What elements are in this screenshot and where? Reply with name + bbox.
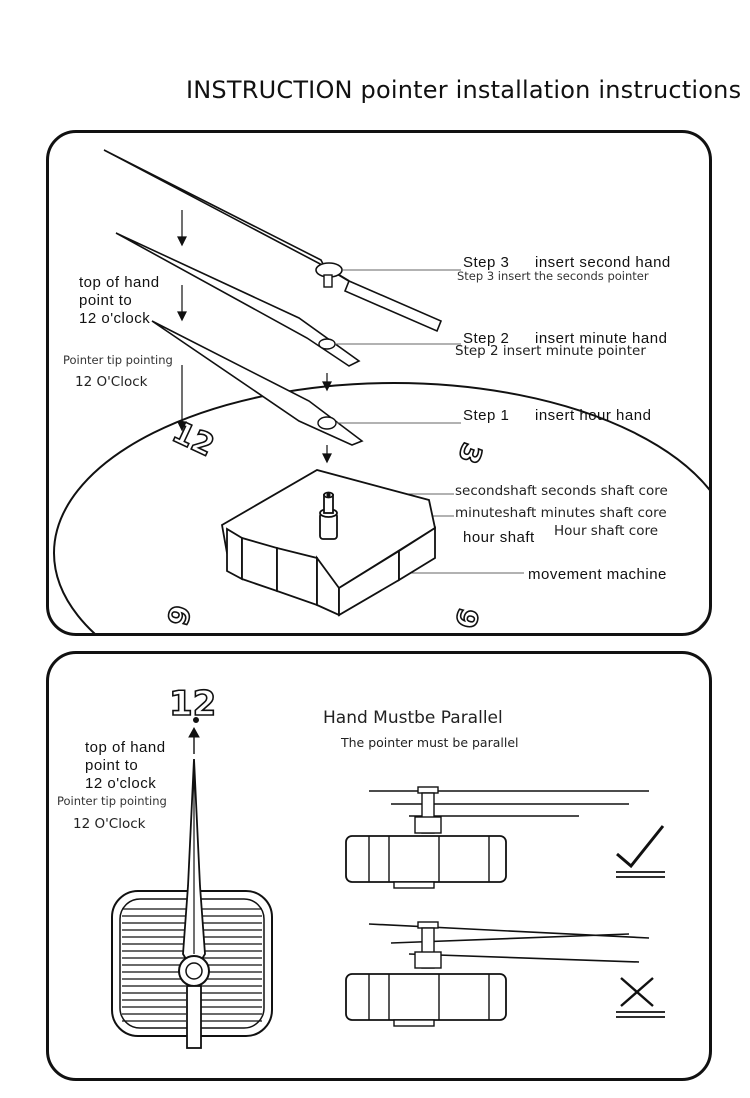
- step3-sub: Step 3 insert the seconds pointer: [457, 269, 649, 283]
- parallel-title: Hand Mustbe Parallel: [323, 708, 503, 728]
- insertion-arrows: [177, 210, 332, 464]
- step1-text: insert hour hand: [535, 407, 652, 424]
- tip-line2-p2: point to: [85, 757, 139, 774]
- page-title: INSTRUCTION pointer installation instruc…: [186, 76, 742, 104]
- step2-text: insert minute hand: [535, 330, 668, 347]
- movement-back-drawing: [111, 758, 273, 1049]
- dial-numeral-9-drawing: 9: [161, 601, 200, 630]
- clock-face: [53, 382, 709, 633]
- step2-label: Step 2: [463, 330, 510, 347]
- minute-shaft-label: minuteshaft minutes shaft core: [455, 505, 667, 521]
- tip-sub2-p2: 12 O'Clock: [73, 816, 146, 832]
- second-shaft-label: secondshaft seconds shaft core: [455, 483, 668, 499]
- hour-hand-drawing: [151, 320, 364, 446]
- installation-steps-panel: 12 3 9 6: [46, 130, 712, 636]
- tip-sub1-p2: Pointer tip pointing: [57, 794, 167, 808]
- svg-text:3: 3: [451, 438, 489, 468]
- tip-line1: top of hand: [79, 274, 160, 291]
- wrong-assembly-drawing: [345, 921, 650, 1027]
- movement-label: movement machine: [528, 566, 667, 583]
- step1-label: Step 1: [463, 407, 510, 424]
- parallel-hands-panel: 12 top of hand point to 12 o'clock Point…: [46, 651, 712, 1081]
- dial-numeral-6-drawing: 6: [449, 604, 488, 633]
- second-hand-drawing: [103, 149, 443, 333]
- installation-diagram: 12 3 9 6: [53, 149, 709, 633]
- tip-line3-p2: 12 o'clock: [85, 775, 157, 792]
- tip-line3: 12 o'clock: [79, 310, 151, 327]
- parallel-diagram: [111, 717, 665, 1049]
- minute-hand-drawing: [115, 232, 361, 367]
- svg-text:9: 9: [161, 602, 198, 629]
- correct-assembly-drawing: [345, 786, 649, 889]
- tip-line2: point to: [79, 292, 133, 309]
- movement-box-drawing: [221, 469, 437, 617]
- hour-shaft-sub: Hour shaft core: [554, 523, 659, 539]
- tip-line1-p2: top of hand: [85, 739, 166, 756]
- step3-label: Step 3: [463, 254, 510, 271]
- dial-12-label: 12: [168, 684, 217, 724]
- dial-numeral-3-drawing: 3: [450, 438, 489, 469]
- tip-sub1: Pointer tip pointing: [63, 353, 173, 367]
- step2-sub: Step 2 insert minute pointer: [455, 343, 646, 359]
- svg-text:6: 6: [449, 605, 486, 632]
- cross-mark-icon: [616, 977, 665, 1018]
- check-mark-icon: [616, 825, 665, 878]
- step3-text: insert second hand: [535, 254, 671, 271]
- up-arrow: [188, 717, 200, 754]
- tip-sub2: 12 O'Clock: [75, 374, 148, 390]
- parallel-subtitle: The pointer must be parallel: [341, 735, 519, 750]
- hour-shaft-label: hour shaft: [463, 529, 535, 546]
